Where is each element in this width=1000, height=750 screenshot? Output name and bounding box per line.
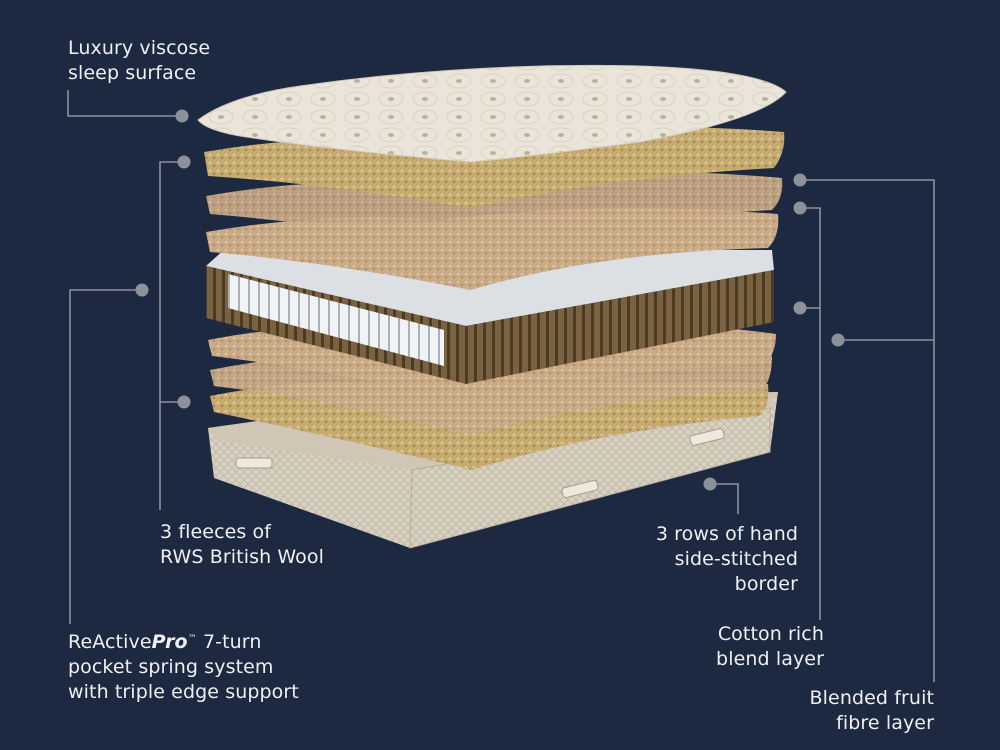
label-line: blend layer [716, 648, 824, 670]
dot-cotton-top [793, 201, 807, 215]
trademark-mark: ™ [187, 634, 197, 644]
leader-lines [67, 90, 935, 682]
label-cotton: Cotton rich blend layer [716, 622, 824, 672]
leader-border [710, 483, 739, 514]
label-springs: ReActivePro™ 7-turn pocket spring system… [68, 630, 299, 705]
label-fleeces: 3 fleeces of RWS British Wool [160, 520, 324, 570]
dot-fleece-bottom [177, 395, 191, 409]
label-brand-line: ReActivePro™ 7-turn [68, 630, 299, 655]
label-line: 3 fleeces of [160, 521, 272, 543]
label-line: RWS British Wool [160, 546, 324, 568]
label-line: Cotton rich [717, 623, 824, 645]
label-line: 3 rows of hand [655, 523, 798, 545]
label-line: fibre layer [836, 712, 934, 734]
label-sleep-surface: Luxury viscose sleep surface [68, 36, 210, 86]
label-line: border [734, 573, 798, 595]
label-line: Luxury viscose [68, 37, 211, 59]
leader-sleep-surface [67, 90, 182, 117]
upper-cotton-layer [206, 171, 783, 248]
brand-emphasis: Pro [151, 631, 188, 653]
leader-fleeces [159, 161, 184, 510]
leader-springs [69, 289, 142, 624]
leader-fruit-fibre [800, 179, 935, 682]
viscose-sleep-surface [197, 64, 787, 163]
dot-fruit-top [793, 173, 807, 187]
label-line: sleep surface [68, 62, 197, 84]
label-line: with triple edge support [68, 681, 299, 703]
brand-main: ReActive [68, 631, 152, 653]
label-fruit-fibre: Blended fruit fibre layer [810, 686, 934, 736]
leader-cotton [800, 207, 821, 620]
dot-fruit-middle [831, 333, 845, 347]
dot-fleece-top [177, 155, 191, 169]
dot-border [703, 477, 717, 491]
dot-cotton-bottom [793, 301, 807, 315]
label-line: pocket spring system [68, 656, 274, 678]
label-line: Blended fruit [809, 687, 934, 709]
label-border: 3 rows of hand side-stitched border [656, 522, 798, 597]
dot-sleep-surface [175, 109, 189, 123]
dot-springs [135, 283, 149, 297]
label-line: side-stitched [674, 548, 798, 570]
brand-rest: 7-turn [196, 631, 262, 653]
